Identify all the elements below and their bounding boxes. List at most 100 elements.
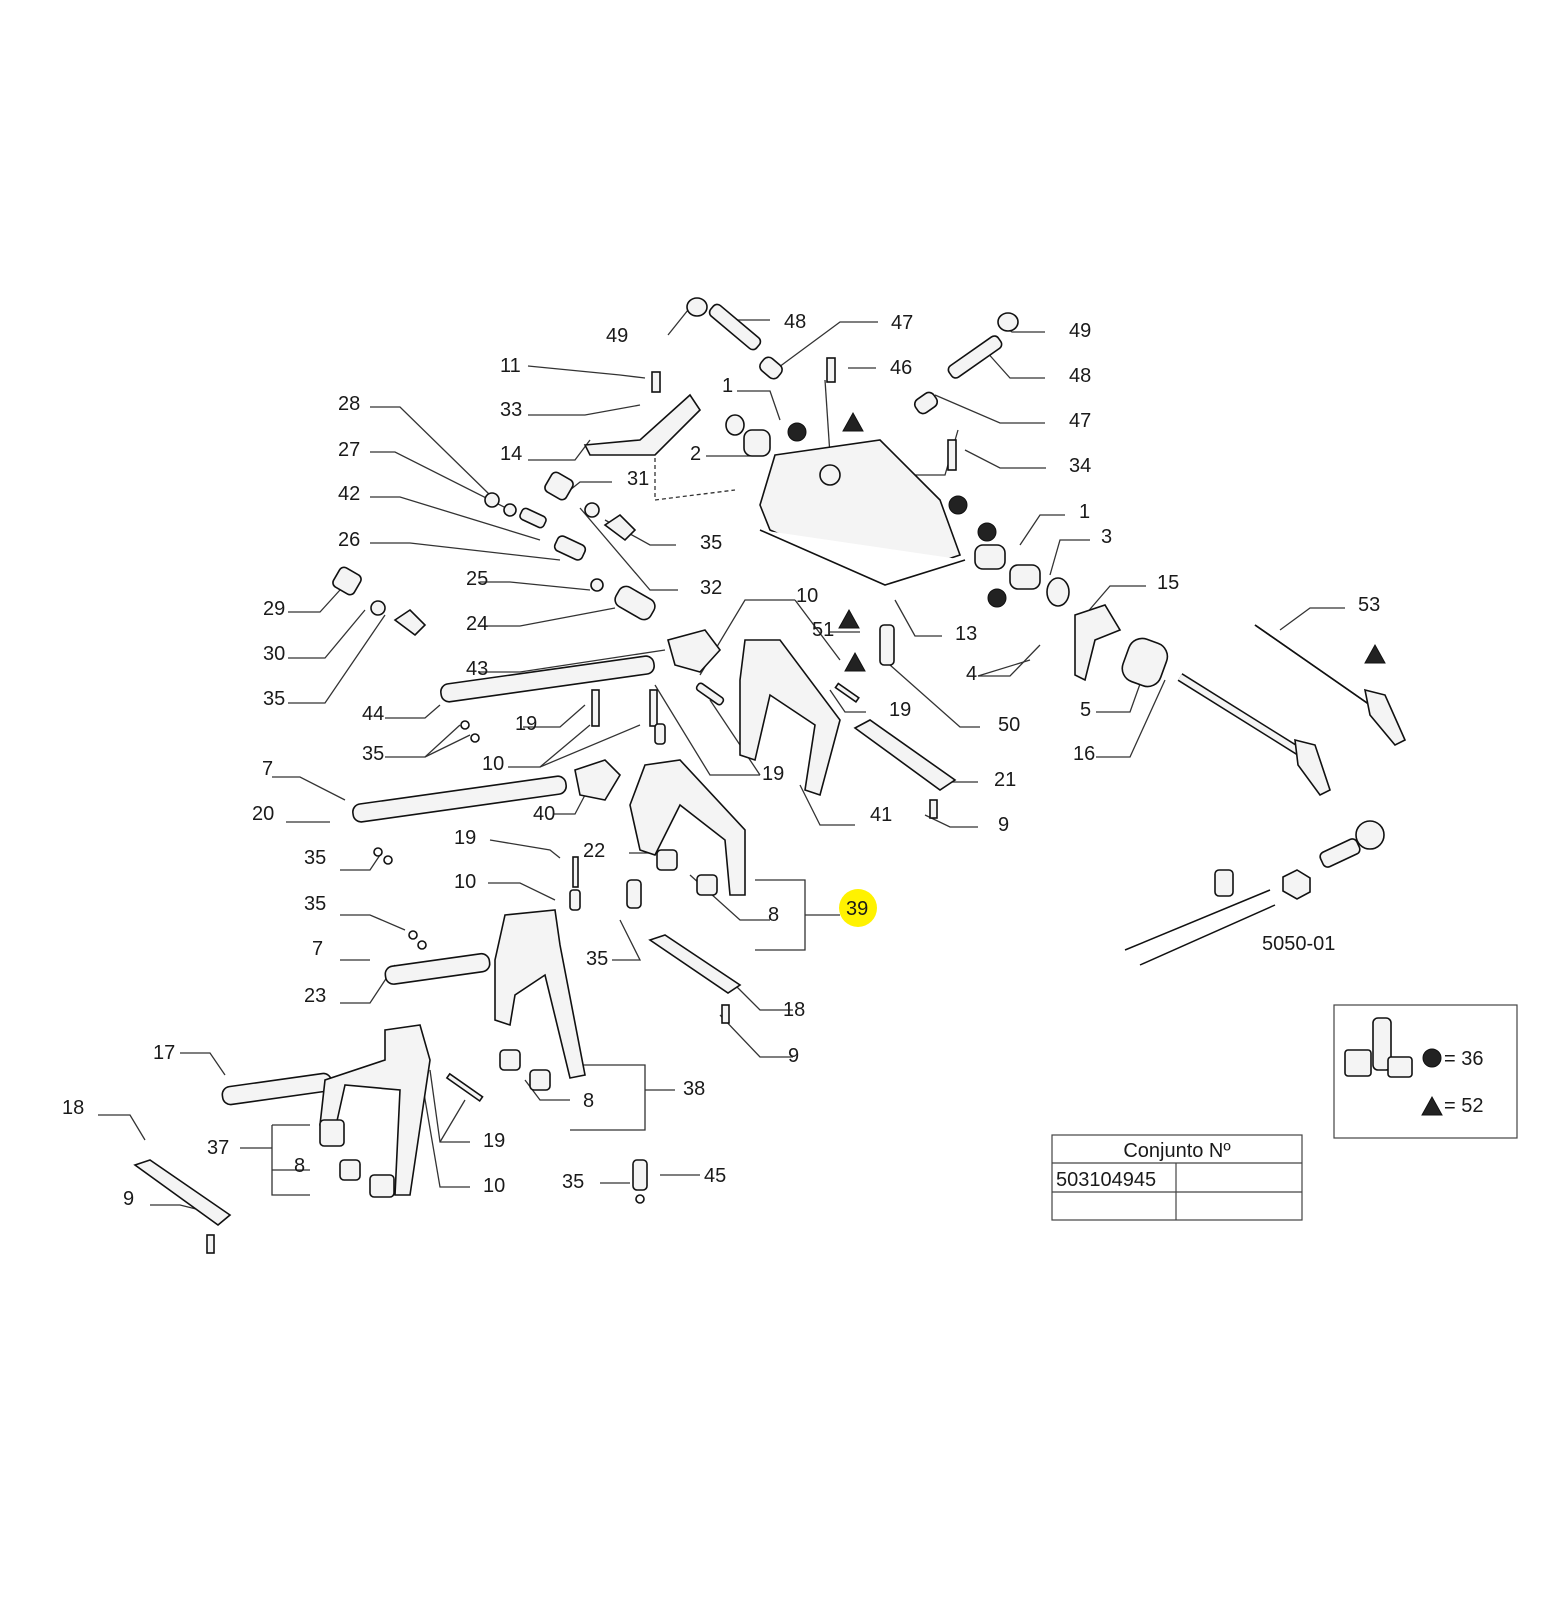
callout-label: 26: [338, 529, 360, 551]
callout-label: 2: [690, 443, 701, 465]
callout-label: 37: [207, 1137, 229, 1159]
callout-label: 32: [700, 577, 722, 599]
callout-label-highlighted[interactable]: 39: [846, 898, 868, 920]
callout-label: 14: [500, 443, 522, 465]
callout-label: 7: [262, 758, 273, 780]
ball-part-35d2: [383, 855, 393, 865]
callout-label: 38: [683, 1078, 705, 1100]
clip-part-35b: [393, 608, 427, 637]
leader-lines: [98, 309, 1345, 1211]
linkage-clevis: [1214, 869, 1234, 897]
lever-part-15: [1074, 604, 1122, 682]
callout-label: 35: [362, 743, 384, 765]
pin-part-19a: [591, 689, 600, 727]
housing-bore: [819, 464, 841, 486]
callout-label: 1: [1079, 501, 1090, 523]
bushing-part-2: [743, 429, 771, 457]
callout-label: 46: [890, 357, 912, 379]
callout-label: 25: [466, 568, 488, 590]
nut-part-linkage: [1282, 869, 1311, 900]
callout-label: 11: [500, 355, 521, 377]
legend-part-block2: [1387, 1056, 1413, 1078]
washer-part-25: [590, 578, 604, 592]
callout-label: 35: [700, 532, 722, 554]
callout-label: 49: [1069, 320, 1091, 342]
plate-part-18a: [648, 934, 742, 994]
callout-label: 19: [515, 713, 537, 735]
ball-part-35c: [460, 720, 470, 730]
bushing-part-1a: [974, 544, 1006, 570]
legend-triangle-label: = 52: [1444, 1095, 1483, 1117]
callout-label: 50: [998, 714, 1020, 736]
callout-label: 17: [153, 1042, 175, 1064]
callout-label: 42: [338, 483, 360, 505]
legend-triangle-symbol: [1421, 1095, 1443, 1116]
housing-gasket-13: [759, 529, 966, 586]
washer-part-32: [584, 502, 600, 518]
assembly-table-frame: [1051, 1134, 1303, 1221]
callout-label: 51: [812, 619, 834, 641]
spring-part-45: [632, 1159, 648, 1191]
pin-part-47b: [913, 391, 939, 415]
callout-label: 23: [304, 985, 326, 1007]
plug-part-49: [686, 297, 708, 317]
callout-label: 10: [454, 871, 476, 893]
shoe-part-22: [656, 849, 678, 871]
callout-label: 34: [1069, 455, 1091, 477]
ball-part-35f: [408, 930, 418, 940]
pin-part-10b: [695, 682, 725, 706]
callout-label: 44: [362, 703, 384, 725]
nut-part-1: [725, 414, 745, 436]
callout-label: 7: [312, 938, 323, 960]
callout-label: 48: [784, 311, 806, 333]
screw-part-9a: [929, 799, 938, 819]
bracket-part-14: [583, 393, 702, 456]
callout-label: 10: [482, 753, 504, 775]
switch-part-31: [544, 471, 574, 501]
callout-label: 18: [62, 1097, 84, 1119]
ball-joint-rod: [1319, 838, 1361, 868]
callout-label: 19: [454, 827, 476, 849]
callout-labels: 49 48 47 46 49 48 11 1 33 47 14 2 34 28 …: [62, 311, 1380, 1210]
legend-frame: [1333, 1004, 1518, 1139]
callout-label: 35: [304, 893, 326, 915]
callout-label: 13: [955, 623, 977, 645]
boot-part-5: [1121, 637, 1169, 688]
block-part-43: [667, 629, 722, 673]
callout-label: 10: [483, 1175, 505, 1197]
callout-label: 33: [500, 399, 522, 421]
parts-drawing: [133, 297, 1407, 1254]
triangle-marker: [1364, 643, 1386, 664]
sleeve-part-24: [614, 585, 656, 621]
callout-label: 18: [783, 999, 805, 1021]
triangle-marker: [844, 651, 866, 672]
callout-label: 35: [304, 847, 326, 869]
spring-part-50: [879, 624, 895, 666]
callout-label: 53: [1358, 594, 1380, 616]
ball-part-35f2: [417, 940, 427, 950]
fork-part-38: [494, 909, 586, 1079]
triangle-marker: [838, 608, 860, 629]
assembly-table-header: Conjunto Nº: [1123, 1140, 1231, 1162]
pin-part-10a: [654, 723, 666, 745]
callout-label: 16: [1073, 743, 1095, 765]
washer-part-27: [503, 503, 517, 517]
switch-part-29: [332, 566, 362, 596]
callout-label: 28: [338, 393, 360, 415]
callout-label: 47: [1069, 410, 1091, 432]
plate-part-21: [853, 719, 957, 791]
callout-label: 35: [562, 1171, 584, 1193]
circle-marker: [977, 522, 997, 542]
callout-label: 27: [338, 439, 360, 461]
screw-part-9b: [721, 1004, 730, 1024]
callout-label: 19: [889, 699, 911, 721]
assembly-table-cell: 503104945: [1056, 1169, 1156, 1191]
pin-part-19d: [572, 856, 579, 888]
symbol-legend: = 36 = 52: [1333, 1004, 1518, 1139]
callout-label: 21: [994, 769, 1016, 791]
shoe-part-38a: [499, 1049, 521, 1071]
callout-label: 40: [533, 803, 555, 825]
shaft-part-44: [440, 655, 655, 703]
screw-part-9c: [206, 1234, 215, 1254]
callout-label: 1: [722, 375, 733, 397]
